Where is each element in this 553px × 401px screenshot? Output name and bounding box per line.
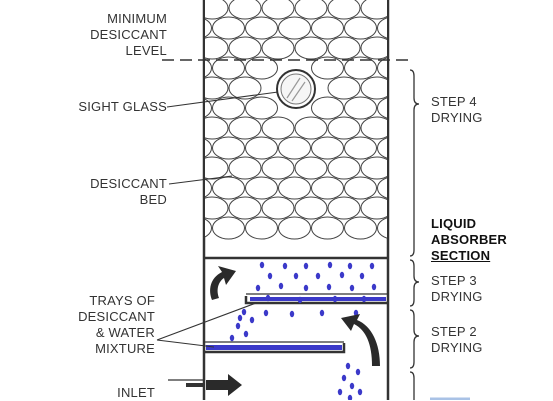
liquid-drop [259, 261, 265, 269]
liquid-drop [303, 262, 309, 270]
liquid-drop [371, 283, 377, 291]
liquid-drop [327, 261, 333, 269]
sight-glass-label: SIGHT GLASS [78, 99, 167, 114]
liquid-drop [235, 322, 241, 330]
liquid-drop [332, 295, 338, 303]
liquid-drop [369, 262, 375, 270]
liquid-absorber-title: LIQUID ABSORBER [431, 216, 507, 247]
liquid-drop [278, 282, 284, 290]
liquid-drop [339, 271, 345, 279]
lower-tray [204, 341, 346, 354]
leader-lines [156, 91, 279, 348]
liquid-drop [355, 368, 361, 376]
flow-arrow-upper-left [210, 266, 236, 300]
liquid-drop [303, 284, 309, 292]
liquid-drop [319, 309, 325, 317]
step-3-label: STEP 3 DRYING [431, 273, 483, 304]
liquid-drop [267, 272, 273, 280]
liquid-drop [326, 283, 332, 291]
minimum-desiccant-level-label: MINIMUM DESICCANT LEVEL [90, 11, 167, 58]
liquid-drop [293, 272, 299, 280]
inlet-label: INLET [117, 385, 155, 400]
sight-glass [276, 69, 316, 109]
liquid-drop [345, 362, 351, 370]
liquid-drop [349, 382, 355, 390]
liquid-drop [289, 310, 295, 318]
liquid-drop [237, 314, 243, 322]
liquid-drop [349, 284, 355, 292]
liquid-absorber-section-title: SECTION [431, 248, 491, 263]
step-2-label: STEP 2 DRYING [431, 324, 483, 355]
liquid-drop [347, 262, 353, 270]
liquid-drop [353, 309, 359, 317]
liquid-drop [357, 388, 363, 396]
flow-arrow-lower-right [341, 314, 380, 366]
section-braces [409, 69, 420, 400]
step-4-label: STEP 4 DRYING [431, 94, 483, 125]
inlet-arrow [186, 374, 242, 396]
desiccant-bed-pellets [205, 0, 387, 240]
liquid-drop [337, 388, 343, 396]
liquid-drop [249, 316, 255, 324]
liquid-drop [229, 334, 235, 342]
desiccant-bed-label: DESICCANT BED [90, 176, 167, 207]
liquid-drop [241, 308, 247, 316]
upper-tray [244, 293, 388, 305]
liquid-drop [359, 272, 365, 280]
liquid-drop [341, 374, 347, 382]
liquid-drop [315, 272, 321, 280]
liquid-drop [361, 295, 367, 303]
liquid-droplets [229, 261, 377, 400]
liquid-drop [263, 309, 269, 317]
liquid-drop [297, 296, 303, 304]
trays-label: TRAYS OF DESICCANT & WATER MIXTURE [78, 293, 155, 356]
liquid-drop [265, 294, 271, 302]
vessel [202, 0, 390, 400]
liquid-drop [347, 394, 353, 400]
liquid-drop [282, 262, 288, 270]
liquid-drop [243, 330, 249, 338]
liquid-drop [255, 284, 261, 292]
